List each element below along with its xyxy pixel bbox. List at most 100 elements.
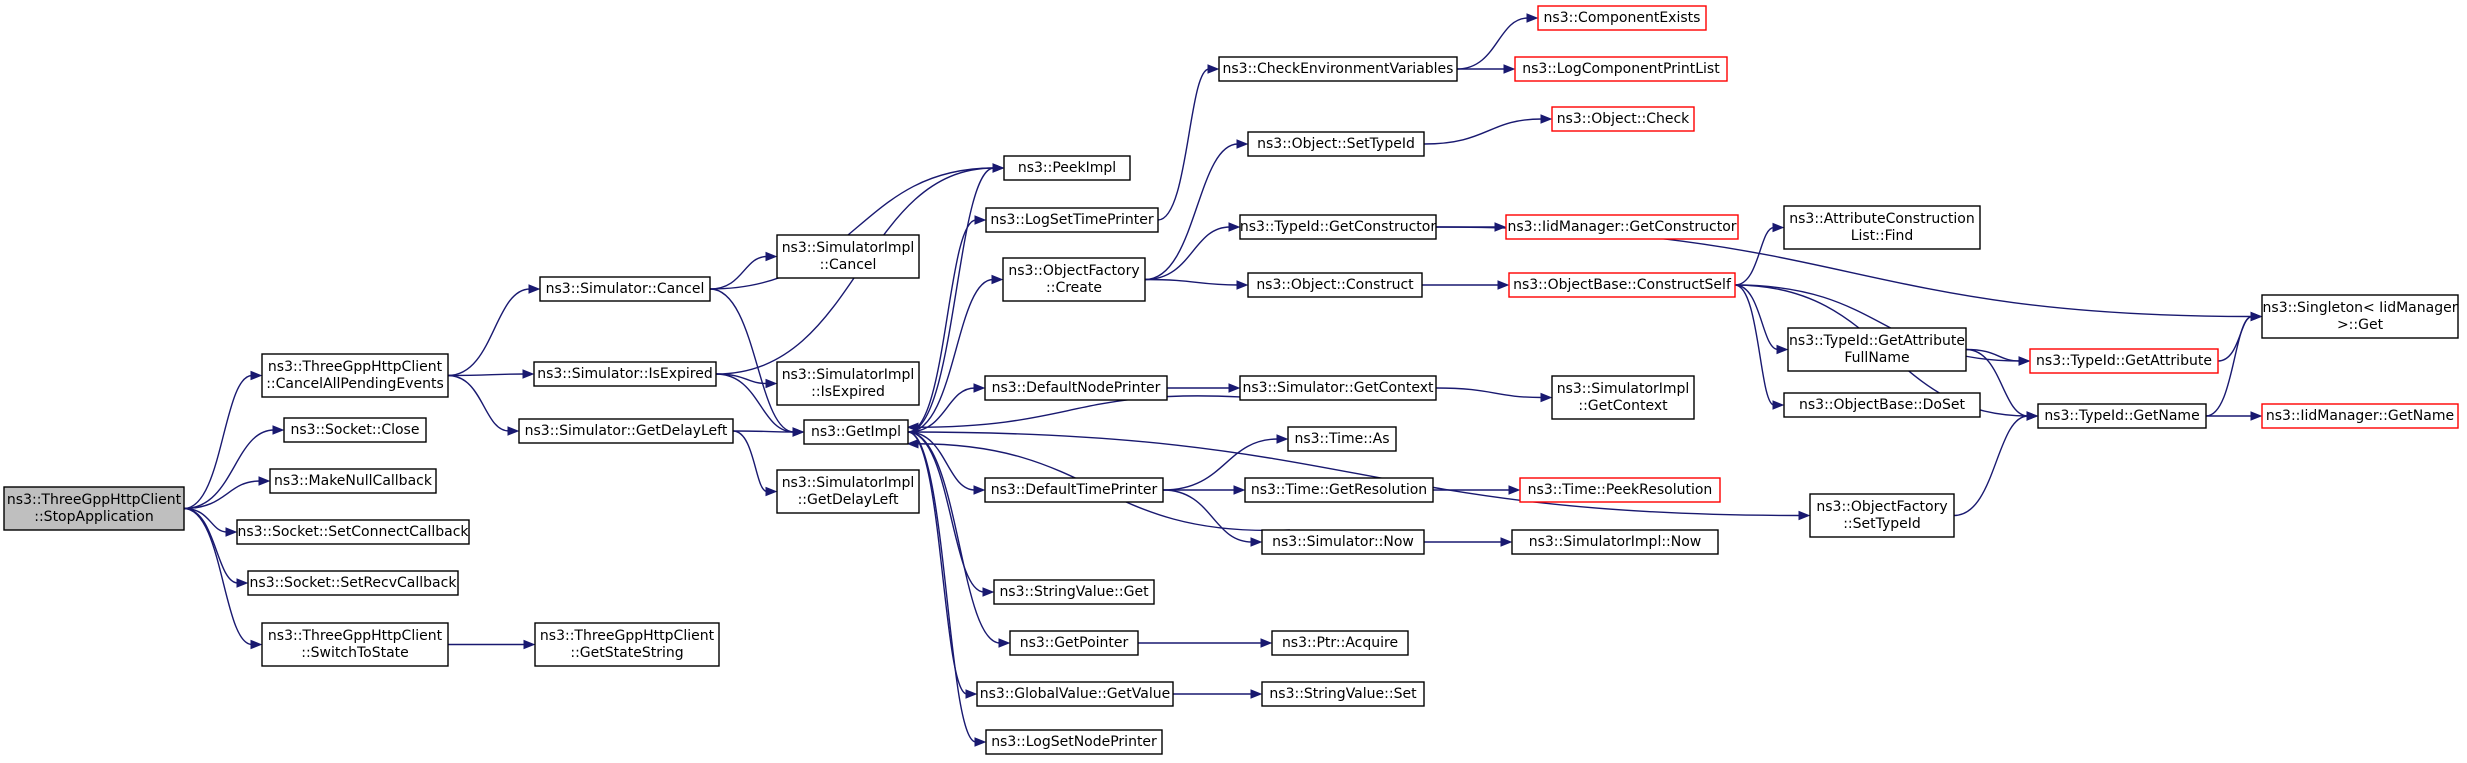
node-label: ns3::ObjectBase::ConstructSelf xyxy=(1513,277,1732,293)
node-implIsExpired[interactable]: ns3::SimulatorImpl::IsExpired xyxy=(776,361,920,406)
node-implCancel[interactable]: ns3::SimulatorImpl::Cancel xyxy=(776,234,920,279)
arrowhead xyxy=(973,485,986,495)
node-box xyxy=(1783,205,1981,250)
node-box xyxy=(1508,272,1736,298)
node-switchState[interactable]: ns3::ThreeGppHttpClient::SwitchToState xyxy=(261,622,449,667)
node-simGetDelay[interactable]: ns3::Simulator::GetDelayLeft xyxy=(518,418,734,444)
node-box xyxy=(1287,426,1397,452)
node-label: ::SwitchToState xyxy=(301,645,409,661)
node-sockClose[interactable]: ns3::Socket::Close xyxy=(283,417,427,443)
node-compExists[interactable]: ns3::ComponentExists xyxy=(1537,5,1707,31)
node-singletonGet[interactable]: ns3::Singleton< IidManager >::Get xyxy=(2261,294,2459,339)
arrowhead xyxy=(792,427,805,437)
arrowhead xyxy=(1508,485,1521,495)
edge-logSetTime-to-checkEnv xyxy=(1157,64,1220,221)
node-makeNull[interactable]: ns3::MakeNullCallback xyxy=(269,468,437,494)
arrowhead xyxy=(1250,689,1263,699)
node-implGetContext[interactable]: ns3::SimulatorImpl::GetContext xyxy=(1551,375,1695,420)
node-defTimePrinter[interactable]: ns3::DefaultTimePrinter xyxy=(984,477,1164,503)
nodes-layer: ns3::ThreeGppHttpClient::StopApplication… xyxy=(3,5,2459,755)
edge-defTimePrinter-to-timeGetRes xyxy=(1163,485,1246,495)
node-objBaseDoSet[interactable]: ns3::ObjectBase::DoSet xyxy=(1783,392,1981,418)
node-box xyxy=(2037,403,2207,429)
arrowhead xyxy=(1500,537,1513,547)
node-peekImpl[interactable]: ns3::PeekImpl xyxy=(1003,155,1131,181)
edge-getImpl-to-objFactSetTypeId xyxy=(907,431,1811,521)
node-cancelAll[interactable]: ns3::ThreeGppHttpClient::CancelAllPendin… xyxy=(261,353,449,398)
node-timeGetRes[interactable]: ns3::Time::GetResolution xyxy=(1244,477,1434,503)
node-objBaseConstruct[interactable]: ns3::ObjectBase::ConstructSelf xyxy=(1508,272,1736,298)
node-implGetDelay[interactable]: ns3::SimulatorImpl::GetDelayLeft xyxy=(776,469,920,514)
edge-objFactCreate-to-objSetTypeId xyxy=(1144,139,1249,281)
node-strValGet[interactable]: ns3::StringValue::Get xyxy=(993,579,1155,605)
arrowhead xyxy=(974,737,987,747)
edge-getImpl-to-objFactCreate xyxy=(907,274,1004,433)
node-setRecv[interactable]: ns3::Socket::SetRecvCallback xyxy=(247,570,459,596)
node-iidGetCtor[interactable]: ns3::IidManager::GetConstructor xyxy=(1505,214,1739,240)
node-label: ns3::DefaultNodePrinter xyxy=(992,380,1161,396)
node-objFactCreate[interactable]: ns3::ObjectFactory::Create xyxy=(1002,257,1146,302)
edge-simIsExpired-to-implIsExpired xyxy=(715,373,778,389)
node-label: ns3::MakeNullCallback xyxy=(274,473,433,489)
node-box xyxy=(533,361,717,387)
node-checkEnv[interactable]: ns3::CheckEnvironmentVariables xyxy=(1218,56,1458,82)
node-setConnect[interactable]: ns3::Socket::SetConnectCallback xyxy=(236,519,470,545)
edge-objSetTypeId-to-objCheck xyxy=(1423,114,1553,145)
node-logSetTime[interactable]: ns3::LogSetTimePrinter xyxy=(985,207,1159,233)
node-objFactSetTypeId[interactable]: ns3::ObjectFactory::SetTypeId xyxy=(1809,493,1955,538)
node-timeAs[interactable]: ns3::Time::As xyxy=(1287,426,1397,452)
node-label: ns3::ThreeGppHttpClient xyxy=(7,492,182,508)
node-simNow[interactable]: ns3::Simulator::Now xyxy=(1261,529,1425,555)
node-label: ns3::SimulatorImpl::Now xyxy=(1529,534,1702,550)
arrowhead xyxy=(982,587,995,597)
arrowhead xyxy=(992,163,1005,173)
edge-root-to-sockClose xyxy=(183,425,285,510)
node-objCheck[interactable]: ns3::Object::Check xyxy=(1551,106,1695,132)
node-label: ns3::IidManager::GetConstructor xyxy=(1507,219,1736,235)
node-simGetContext[interactable]: ns3::Simulator::GetContext xyxy=(1239,375,1437,401)
edge-simCancel-to-implCancel xyxy=(709,251,778,290)
edge-cancelAll-to-simIsExpired xyxy=(447,369,535,379)
node-label: ns3::ObjectFactory xyxy=(1816,499,1947,515)
node-label: ::Cancel xyxy=(820,257,877,273)
node-label: ns3::ObjectBase::DoSet xyxy=(1799,397,1965,413)
node-objSetTypeId[interactable]: ns3::Object::SetTypeId xyxy=(1247,131,1425,157)
node-label: ::Create xyxy=(1046,280,1102,296)
node-simCancel[interactable]: ns3::Simulator::Cancel xyxy=(539,276,711,302)
node-strValSet[interactable]: ns3::StringValue::Set xyxy=(1261,681,1425,707)
node-box xyxy=(1244,477,1434,503)
node-getImpl[interactable]: ns3::GetImpl xyxy=(803,419,909,445)
node-logSetNode[interactable]: ns3::LogSetNodePrinter xyxy=(985,729,1163,755)
node-getPointer[interactable]: ns3::GetPointer xyxy=(1009,630,1139,656)
node-defNodePrinter[interactable]: ns3::DefaultNodePrinter xyxy=(984,375,1168,401)
node-implNow[interactable]: ns3::SimulatorImpl::Now xyxy=(1511,529,1719,555)
node-objConstruct[interactable]: ns3::Object::Construct xyxy=(1247,272,1423,298)
node-label: ns3::DefaultTimePrinter xyxy=(991,482,1158,498)
node-ptrAcquire[interactable]: ns3::Ptr::Acquire xyxy=(1271,630,1409,656)
node-box xyxy=(2261,294,2459,339)
node-label: ns3::ObjectFactory xyxy=(1008,263,1139,279)
node-iidGetName[interactable]: ns3::IidManager::GetName xyxy=(2261,403,2459,429)
node-box xyxy=(2261,403,2459,429)
arrowhead xyxy=(1526,13,1539,23)
node-box xyxy=(1218,56,1458,82)
node-root[interactable]: ns3::ThreeGppHttpClient::StopApplication xyxy=(3,486,185,531)
node-typeIdGetCtor[interactable]: ns3::TypeId::GetConstructor xyxy=(1239,214,1437,240)
arrowhead xyxy=(1772,222,1785,233)
node-globalGetValue[interactable]: ns3::GlobalValue::GetValue xyxy=(976,681,1174,707)
node-typeIdGetName[interactable]: ns3::TypeId::GetName xyxy=(2037,403,2207,429)
node-logCompPrint[interactable]: ns3::LogComponentPrintList xyxy=(1514,56,1728,82)
node-box xyxy=(539,276,711,302)
node-box xyxy=(1551,375,1695,420)
node-getStateString[interactable]: ns3::ThreeGppHttpClient::GetStateString xyxy=(534,622,720,667)
node-box xyxy=(1505,214,1739,240)
node-simIsExpired[interactable]: ns3::Simulator::IsExpired xyxy=(533,361,717,387)
edge-root-to-makeNull xyxy=(183,476,271,510)
node-typeIdGetAttr[interactable]: ns3::TypeId::GetAttribute xyxy=(2029,348,2219,374)
edge-simGetContext-to-getImpl xyxy=(906,395,1241,432)
node-label: ns3::SimulatorImpl xyxy=(1557,381,1690,397)
node-label: ::StopApplication xyxy=(34,509,154,525)
node-timePeekRes[interactable]: ns3::Time::PeekResolution xyxy=(1519,477,1721,503)
